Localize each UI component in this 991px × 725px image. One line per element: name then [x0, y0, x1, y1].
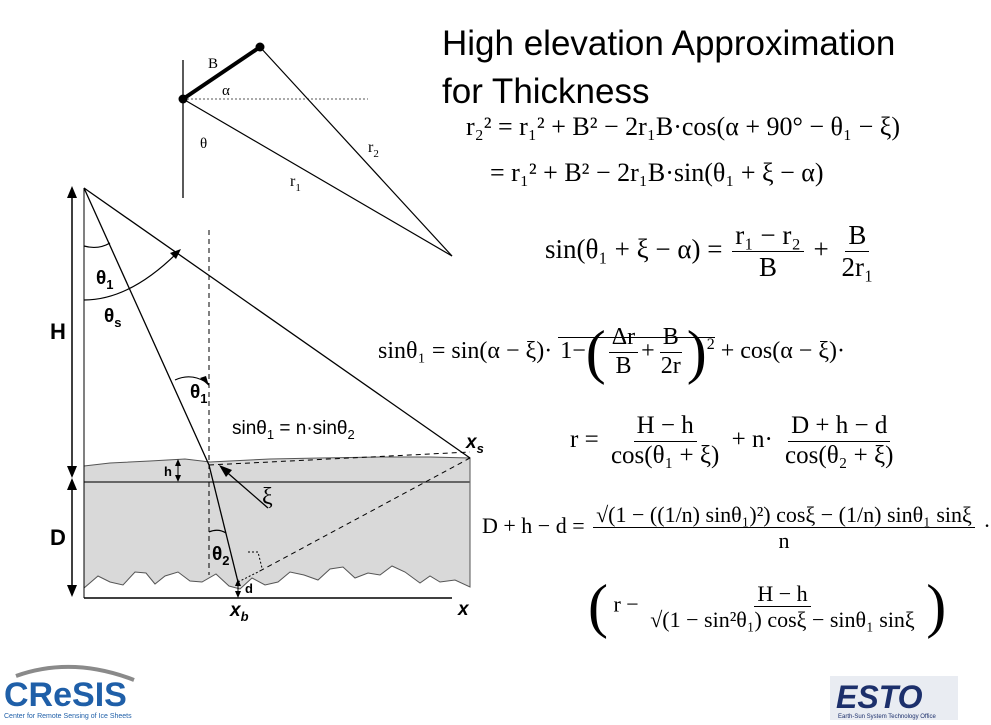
h-arrow-bottom — [175, 475, 181, 482]
eq7-den: √(1 − sin²θ₁) cosξ − sinθ₁ sinξ — [650, 607, 915, 632]
eq7-num: H − h — [754, 581, 811, 607]
label-alpha: α — [222, 83, 230, 99]
ray-refracted — [208, 464, 239, 583]
eq5-f2-num: D + h − d — [788, 412, 891, 442]
H-arrow-top — [67, 186, 77, 198]
eq3-f2-den: 2r₁ — [841, 252, 874, 283]
eq7-pre: r − — [613, 591, 639, 617]
eq5-f1-num: H − h — [633, 412, 697, 442]
D-arrow-top — [67, 478, 77, 490]
equation-7: ( r − H − h√(1 − sin²θ₁) cosξ − sinθ₁ si… — [588, 573, 947, 639]
ice-layer — [83, 456, 471, 590]
theta-s-arc-head — [170, 249, 181, 259]
inset-diagram: B α θ r2 r1 — [178, 42, 453, 257]
label-theta-s: θs — [104, 306, 122, 330]
eq5-f1-den: cos(θ₁ + ξ) — [610, 441, 720, 469]
d-arrow-top — [235, 579, 241, 586]
right-angle-marker — [248, 551, 263, 569]
label-theta1-mid: θ1 — [190, 382, 208, 406]
cresis-logo: CReSIS Center for Remote Sensing of Ice … — [2, 662, 142, 720]
esto-wordmark: ESTO — [836, 679, 923, 715]
label-d: d — [245, 581, 253, 596]
cresis-arc — [15, 664, 135, 682]
eq5-f2-den: cos(θ₂ + ξ) — [785, 441, 894, 469]
eq6-dot: · — [983, 512, 991, 538]
ray-to-xs — [83, 187, 471, 459]
eq6-frac: √(1 − ((1/n) sinθ₁)²) cosξ − (1/n) sinθ₁… — [593, 502, 975, 554]
eq4-f-den1: B — [615, 353, 632, 379]
eq4-f-num1: Δr — [608, 324, 639, 353]
label-theta: θ — [200, 136, 207, 152]
eq6-num: √(1 − ((1/n) sinθ₁)²) cosξ − (1/n) sinθ₁… — [593, 502, 975, 529]
eq3-f2-num: B — [845, 220, 870, 253]
h-arrow-top — [175, 459, 181, 466]
label-xi: ξ — [262, 484, 273, 510]
eq5-lhs: r = — [570, 425, 599, 453]
D-arrow-bottom — [67, 585, 77, 597]
label-theta2: θ2 — [212, 544, 230, 568]
eq3-f1-den: B — [758, 252, 777, 283]
label-r2: r2 — [368, 139, 379, 160]
label-D: D — [50, 525, 66, 550]
theta1-top-arc — [83, 242, 111, 249]
eq4-mid: + cos(α − ξ)· — [720, 338, 846, 365]
theta-s-arc — [83, 251, 179, 301]
surface-dashed — [208, 451, 471, 466]
cresis-logo-graphic: CReSIS Center for Remote Sensing of Ice … — [4, 664, 135, 720]
eq4-lhs: sinθ₁ = sin(α − ξ)· — [378, 338, 553, 365]
eq6-den: n — [778, 528, 790, 554]
esto-logo: ESTO Earth-Sun System Technology Office — [830, 676, 958, 720]
esto-logo-graphic: ESTO Earth-Sun System Technology Office — [830, 676, 958, 720]
equation-6: D + h − d = √(1 − ((1/n) sinθ₁)²) cosξ −… — [482, 502, 991, 554]
label-snell: sinθ1 = n·sinθ2 — [232, 418, 355, 442]
equation-2: = r₁² + B² − 2r₁B·sin(θ₁ + ξ − α) — [490, 158, 824, 187]
geometry-diagram: B α θ r2 r1 — [50, 42, 484, 624]
cresis-wordmark: CReSIS — [4, 676, 127, 714]
xs-to-bed-dashed — [257, 457, 471, 573]
esto-subtitle: Earth-Sun System Technology Office — [838, 714, 936, 720]
equation-1: r₂² = r₁² + B² − 2r₁B·cos(α + 90° − θ₁ −… — [466, 112, 900, 141]
esto-background — [830, 676, 958, 720]
eq4-f-num2: B — [659, 324, 682, 353]
eq5-mid: + n· — [731, 425, 773, 453]
label-H: H — [50, 319, 66, 344]
label-xs: xs — [465, 432, 484, 456]
xi-arrow — [221, 467, 269, 509]
eq4-f-den2: 2r — [660, 353, 681, 379]
label-xb: xb — [229, 600, 249, 624]
slide-title: High elevation Approximation for Thickne… — [442, 24, 896, 111]
eq7-frac: H − h√(1 − sin²θ₁) cosξ − sinθ₁ sinξ — [647, 581, 918, 633]
inset-r2-line — [259, 46, 453, 257]
eq6-lhs: D + h − d = — [482, 512, 585, 538]
label-r1: r1 — [290, 173, 301, 194]
H-arrow-bottom — [67, 466, 77, 478]
eq3-f1-num: r₁ − r₂ — [732, 220, 804, 253]
ray-incident — [83, 187, 210, 466]
eq3-lhs: sin(θ₁ + ξ − α) = — [545, 233, 723, 264]
label-theta1-top: θ1 — [96, 268, 114, 292]
label-B: B — [208, 56, 218, 72]
xi-arrow-head — [219, 465, 232, 477]
inset-r1-line — [182, 98, 453, 257]
label-h: h — [164, 464, 172, 479]
label-x-axis: x — [457, 599, 470, 620]
inset-baseline-B — [181, 45, 262, 101]
cresis-subtitle: Center for Remote Sensing of Ice Sheets — [4, 713, 132, 720]
main-diagram: H D θ1 θs θ1 sinθ1 = n·sinθ2 xs h ξ θ2 d… — [50, 186, 484, 624]
d-arrow-bottom — [235, 591, 241, 598]
theta2-arc — [208, 529, 227, 534]
theta1-mid-arc-head — [200, 376, 209, 386]
